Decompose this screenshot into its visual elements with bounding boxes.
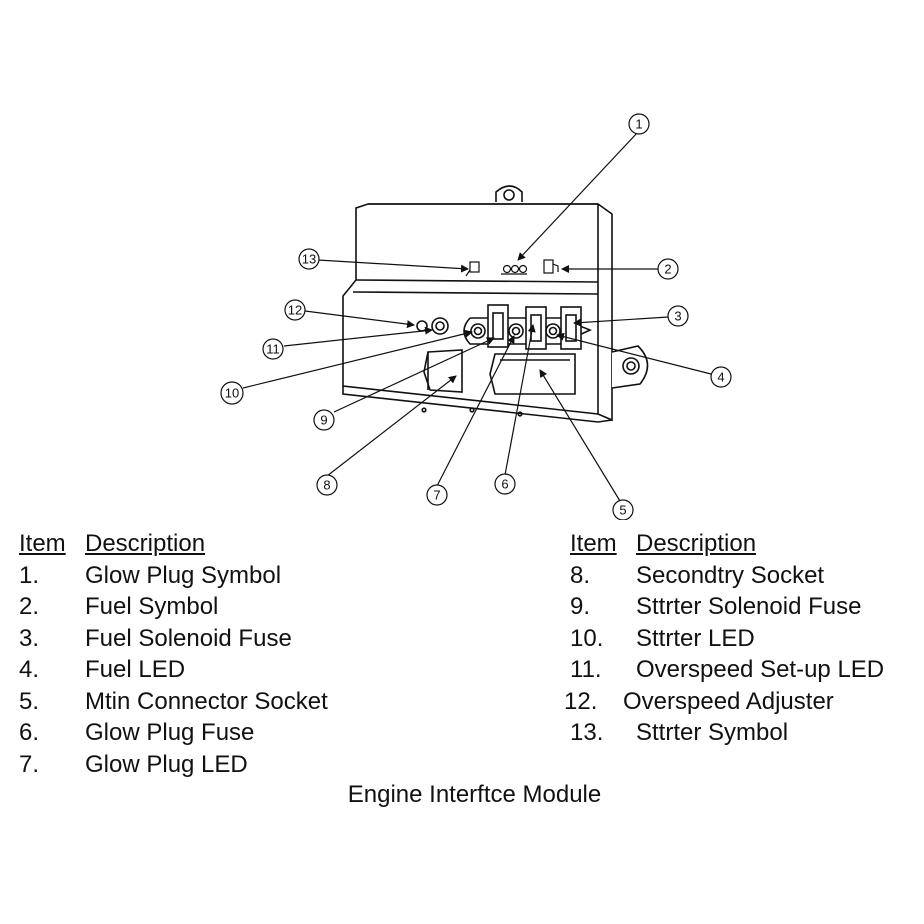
svg-text:6: 6 [501, 477, 508, 492]
callout-6: 6 [494, 473, 516, 495]
header-description: Description [636, 530, 757, 557]
item-description: Fuel Symbol [85, 593, 219, 620]
legend-row: 10. Sttrter LED [570, 623, 884, 655]
symbol-row [465, 259, 559, 277]
svg-text:1: 1 [635, 117, 642, 132]
legend-row: 5. Mtin Connector Socket [19, 686, 328, 718]
legend-right-column: Item Description 8. Secondtry Socket 9. St… [564, 528, 884, 749]
svg-text:10: 10 [225, 386, 239, 401]
item-number: 11. [570, 656, 602, 683]
svg-text:13: 13 [302, 252, 316, 267]
svg-text:2: 2 [664, 262, 671, 277]
item-number: 7. [19, 750, 40, 778]
svg-text:4: 4 [717, 370, 724, 385]
header-item: Item [19, 530, 66, 557]
callout-3: 3 [667, 305, 689, 327]
item-number: 10. [570, 624, 604, 652]
item-description: Sttrter Symbol [636, 719, 789, 746]
item-number: 2. [19, 593, 40, 620]
legend-row: 8. Secondtry Socket [570, 560, 884, 592]
item-number: 8. [570, 561, 591, 589]
legend-left-column: Item Description 1. Glow Plug Symbol 2. Fu… [19, 528, 328, 780]
legend-row: 11. Overspeed Set-up LED [570, 654, 884, 686]
legend-header: Item Description [19, 528, 328, 560]
callout-4: 4 [710, 366, 732, 388]
item-description: Fuel Solenoid Fuse [85, 624, 292, 652]
svg-text:5: 5 [619, 503, 626, 518]
item-number: 1. [19, 561, 40, 589]
header-description: Description [85, 530, 206, 557]
item-description: Sttrter Solenoid Fuse [636, 593, 862, 620]
svg-text:7: 7 [433, 488, 440, 503]
callout-13: 13 [298, 248, 320, 270]
callout-9: 9 [313, 409, 335, 431]
legend-row: 2. Fuel Symbol [19, 591, 328, 623]
module-body [342, 185, 649, 423]
item-description: Glow Plug Symbol [85, 561, 282, 589]
item-number: 9. [570, 593, 591, 620]
item-number: 3. [19, 624, 40, 652]
legend-row: 9. Sttrter Solenoid Fuse [570, 591, 884, 623]
header-item: Item [570, 530, 617, 557]
svg-text:8: 8 [323, 478, 330, 493]
item-description: Glow Plug LED [85, 750, 248, 778]
callout-7: 7 [426, 484, 448, 506]
item-number: 5. [19, 687, 40, 715]
callout-8: 8 [316, 474, 338, 496]
item-description: Fuel LED [85, 656, 186, 683]
item-description: Secondtry Socket [636, 561, 825, 589]
legend-row: 6. Glow Plug Fuse [19, 717, 328, 749]
legend-row: 12. Overspeed Adjuster [564, 686, 884, 718]
item-number: 6. [19, 719, 40, 746]
module-diagram: 1 2 3 4 5 6 7 8 9 10 11 12 13 [220, 113, 732, 520]
figure-caption: Engine Interftce Module [347, 781, 602, 808]
legend-row: 4. Fuel LED [19, 654, 328, 686]
callout-2: 2 [657, 258, 679, 280]
legend-row: 7. Glow Plug LED [19, 749, 328, 781]
callout-11: 11 [262, 338, 284, 360]
item-number: 4. [19, 656, 40, 683]
svg-text:11: 11 [266, 342, 280, 357]
item-description: Glow Plug Fuse [85, 719, 255, 746]
leader-lines [242, 132, 712, 502]
svg-text:12: 12 [288, 303, 302, 318]
callout-12: 12 [284, 299, 306, 321]
callout-5: 5 [612, 499, 634, 520]
legend-row: 3. Fuel Solenoid Fuse [19, 623, 328, 655]
legend-row: 1. Glow Plug Symbol [19, 560, 328, 592]
item-number: 12. [564, 687, 598, 715]
item-description: Overspeed Adjuster [623, 687, 834, 715]
item-description: Sttrter LED [636, 624, 755, 652]
callout-10: 10 [220, 381, 244, 405]
svg-text:9: 9 [320, 413, 327, 428]
legend-header: Item Description [570, 528, 884, 560]
svg-text:3: 3 [674, 309, 681, 324]
legend-row: 13. Sttrter Symbol [570, 717, 884, 749]
callout-1: 1 [628, 113, 650, 135]
item-number: 13. [570, 719, 604, 746]
item-description: Overspeed Set-up LED [636, 656, 885, 683]
item-description: Mtin Connector Socket [85, 687, 328, 715]
